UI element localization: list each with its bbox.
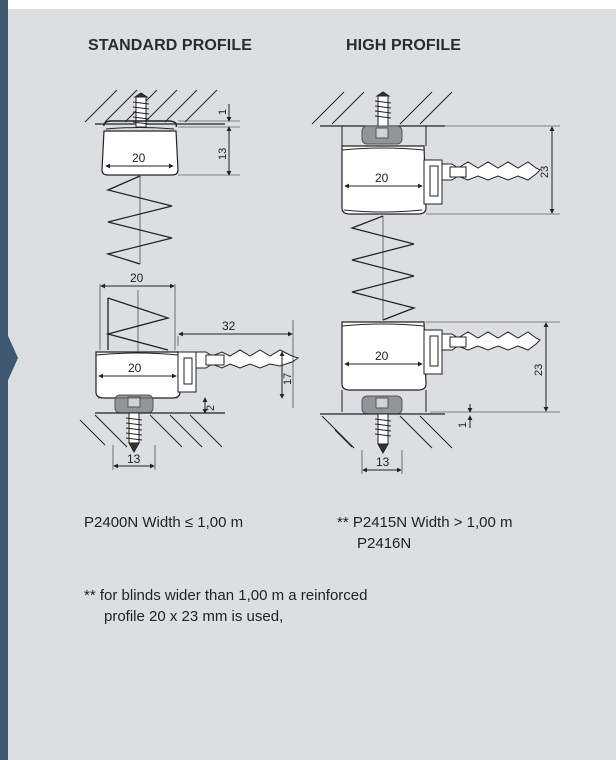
high-top-width-label: 20 [375,171,389,185]
std-bottom-screw [125,412,143,454]
high-profile-drawing [311,91,560,474]
std-bracket-width-label: 13 [127,452,141,466]
std-spring-width-label: 20 [130,271,144,285]
std-height-bottom-label: 17 [282,373,294,385]
std-handle-length-label: 32 [222,319,236,333]
high-height-bottom-label: 23 [533,364,545,376]
high-bottom-width-label: 20 [375,349,389,363]
caption-standard: P2400N Width ≤ 1,00 m [84,514,244,531]
high-bottom-dims [426,321,560,428]
high-bracket-width-label: 13 [376,455,390,469]
high-top-screw [374,91,392,127]
std-top-screw [132,92,150,128]
profile-drawings: 20 1 13 20 20 32 17 2 13 [79,89,560,474]
heading-standard-profile: STANDARD PROFILE [88,37,252,54]
std-lower-spring [99,283,176,352]
high-bottom-screw [374,413,392,455]
std-bottom-width-label: 20 [128,361,142,375]
std-handle-dim [177,320,294,408]
high-height-top-label: 23 [539,166,551,178]
high-gap-bottom-label: 1 [457,422,469,428]
std-top-dims [178,104,240,176]
footnote-line1: ** for blinds wider than 1,00 m a reinfo… [84,587,368,604]
side-tab-arrow[interactable] [0,318,18,398]
top-strip [8,0,616,9]
high-bottom-handle [441,331,541,351]
heading-high-profile: HIGH PROFILE [346,37,461,54]
std-spring-top [105,175,173,265]
std-bottom-bracket [98,394,178,414]
high-bracket-dims [361,450,403,474]
std-ceiling-hatch [84,89,225,125]
std-gap-top-label: 1 [217,109,229,115]
std-bottom-profile [95,351,197,399]
high-top-bracket [341,125,427,146]
standard-profile-drawing [79,89,300,470]
std-handle [195,349,300,369]
caption-high-line2: P2416N [357,535,412,552]
high-bottom-bracket [341,390,427,415]
high-bottom-profile [341,321,443,391]
high-top-handle [441,161,541,181]
std-floor-hatch [79,412,225,448]
high-top-profile [341,145,443,215]
caption-high-line1: ** P2415N Width > 1,00 m [337,514,513,531]
footnote-line2: profile 20 x 23 mm is used, [104,608,284,625]
std-top-width-label: 20 [132,151,146,165]
std-top-profile [101,120,179,176]
std-gap-bottom-label: 2 [205,405,217,411]
std-bottom-dims [112,397,208,470]
high-top-dims [426,125,560,215]
std-height-top-label: 13 [217,148,229,160]
